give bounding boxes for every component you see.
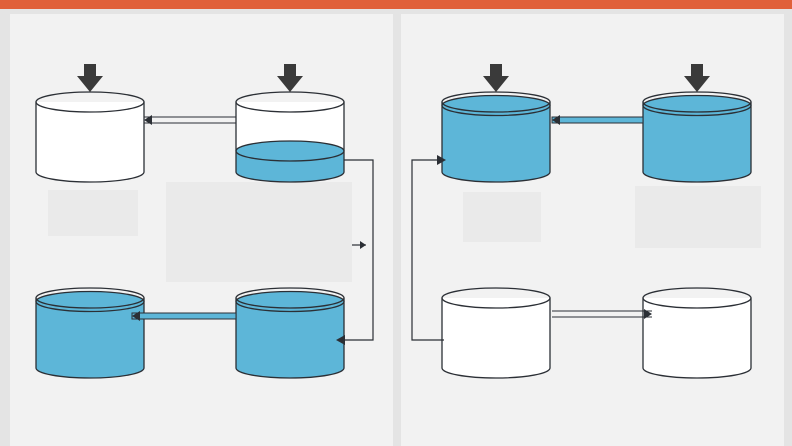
water-body: [236, 301, 344, 378]
tank-bottom-rim: [35, 367, 145, 379]
flow-arrowhead-icon: [336, 335, 345, 345]
tank-left-top-b: [235, 64, 345, 183]
connector-line: [411, 159, 444, 341]
water-body: [643, 105, 751, 182]
tank-body: [442, 298, 550, 378]
water-surface: [235, 140, 345, 162]
tank-right-top-b: [642, 64, 752, 183]
tank-top-rim: [642, 287, 752, 309]
tank-bottom-rim: [235, 367, 345, 379]
accent-top-bar: [0, 0, 792, 9]
tank-top-rim: [35, 287, 145, 309]
tank-right-top-a: [441, 64, 551, 183]
flow-arrowhead-icon: [552, 115, 560, 125]
flow-arrowhead-icon: [437, 155, 446, 165]
pipe: [131, 312, 237, 320]
flow-right-connector: [411, 155, 446, 341]
water-body: [442, 105, 550, 182]
tank-body: [36, 102, 144, 182]
tank-right-bottom-a: [441, 287, 551, 379]
tank-left-bottom-a: [35, 287, 145, 379]
flow-arrowhead-icon: [132, 311, 140, 321]
flow-right-bottom: [552, 309, 652, 319]
tank-right-bottom-b: [642, 287, 752, 379]
tank-bottom-rim: [35, 171, 145, 183]
flow-arrowhead-icon: [144, 115, 152, 125]
faded-label-block: [463, 192, 541, 242]
water-body: [36, 301, 144, 378]
flow-left-connector: [336, 159, 374, 345]
input-arrow-icon: [277, 64, 303, 92]
faded-label-block: [48, 190, 138, 236]
flow-left-bottom: [131, 311, 237, 321]
tank-left-bottom-b: [235, 287, 345, 379]
tank-bottom-rim: [441, 171, 551, 183]
tank-top-rim: [235, 287, 345, 309]
pipe: [551, 116, 644, 124]
input-arrow-icon: [483, 64, 509, 92]
tank-bottom-rim: [235, 171, 345, 183]
input-arrow-icon: [684, 64, 710, 92]
faded-label-block: [635, 186, 761, 248]
flow-arrowhead-icon: [644, 309, 652, 319]
tank-bottom-rim: [441, 367, 551, 379]
faded-label-block: [166, 182, 352, 282]
tank-body: [643, 298, 751, 378]
input-arrow-icon: [77, 64, 103, 92]
flow-arrowhead-icon: [360, 241, 366, 249]
connector-line: [338, 159, 374, 341]
tank-top-rim: [441, 287, 551, 309]
tank-left-top-a: [35, 64, 145, 183]
flow-left-top: [144, 115, 236, 125]
flow-right-top: [551, 115, 644, 125]
tank-bottom-rim: [642, 171, 752, 183]
tank-bottom-rim: [642, 367, 752, 379]
